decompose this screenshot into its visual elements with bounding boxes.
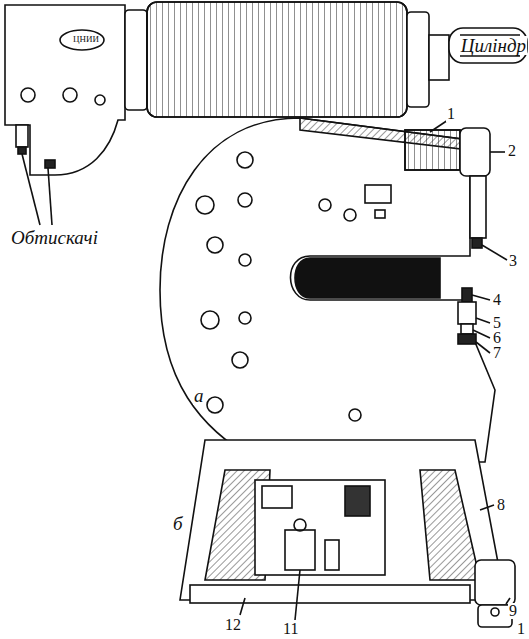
callout-number: 1 — [446, 106, 456, 122]
callout-number: 11 — [282, 621, 299, 637]
callout-number: 12 — [224, 617, 242, 633]
callout-number: 6 — [492, 330, 502, 346]
view-letter: б — [172, 514, 184, 533]
part-label: Циліндр — [460, 36, 527, 55]
view-letter: а — [193, 386, 205, 405]
callout-number: 2 — [507, 143, 517, 159]
callout-number: 4 — [492, 292, 502, 308]
callout-number: 3 — [508, 253, 518, 269]
callout-number: 7 — [492, 345, 502, 361]
callout-number: 1 — [516, 621, 526, 637]
callout-number: 9 — [508, 603, 518, 619]
part-label: Обтискачі — [10, 228, 99, 247]
callout-number: 8 — [496, 497, 506, 513]
maker-mark: ЦНИИ — [72, 35, 100, 44]
callout-number: 5 — [492, 315, 502, 331]
